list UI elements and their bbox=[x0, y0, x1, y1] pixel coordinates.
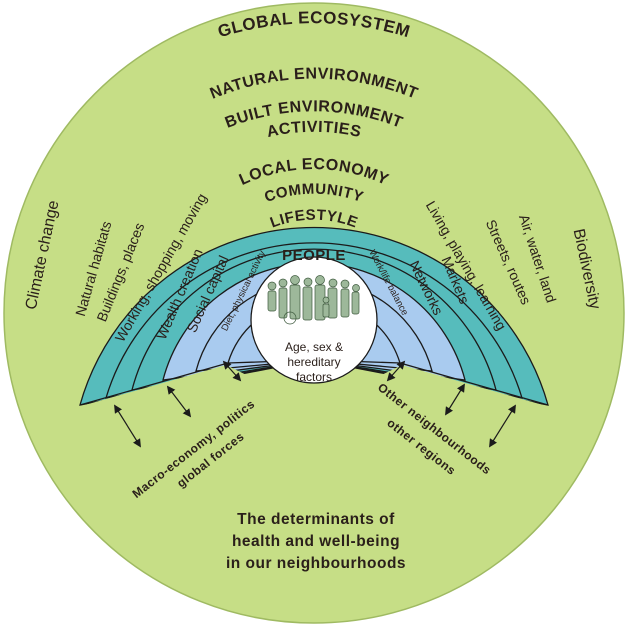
caption-line-2: health and well-being bbox=[232, 533, 400, 550]
wedge-cover bbox=[78, 365, 550, 470]
arrow-right-middle bbox=[445, 383, 465, 416]
caption-line-1: The determinants of bbox=[237, 511, 395, 528]
caption-line-3: in our neighbourhoods bbox=[226, 555, 406, 572]
people-figures-icon bbox=[267, 275, 360, 325]
people-line-1: Age, sex & bbox=[285, 340, 343, 354]
arrow-right-inner bbox=[386, 360, 406, 382]
arrow-right-outer bbox=[489, 404, 516, 448]
people-line-3: factors bbox=[296, 370, 332, 384]
left-cut-edge bbox=[79, 362, 229, 406]
people-title: PEOPLE bbox=[282, 247, 346, 264]
arrow-left-middle bbox=[166, 385, 192, 418]
people-line-2: hereditary bbox=[287, 355, 340, 369]
right-cut-edge bbox=[399, 362, 549, 406]
arrow-left-inner bbox=[222, 360, 242, 382]
influence-arrows bbox=[114, 360, 516, 448]
activities-title: ACTIVITIES bbox=[265, 119, 363, 141]
arrow-left-outer bbox=[114, 404, 141, 448]
